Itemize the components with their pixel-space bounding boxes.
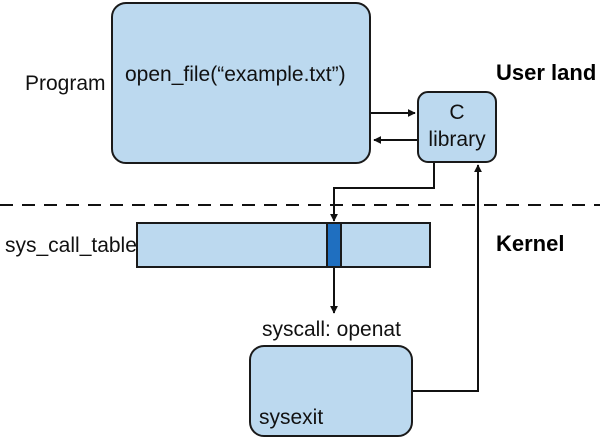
user-land-label: User land [496,60,597,85]
sysexit-label: sysexit [259,406,324,429]
c-library-label-line2: library [428,128,486,151]
open-file-call-label: open_file(“example.txt”) [125,63,346,86]
kernel-label: Kernel [496,231,565,256]
c-library-label-line1: C [449,101,465,124]
sys-call-table-slot [326,222,342,268]
syscall-handler-box [249,345,413,437]
arrow-library-to-table [330,163,435,222]
sys-call-table-bar [136,222,431,268]
sys-call-table-label: sys_call_table [5,234,137,257]
syscall-openat-label: syscall: openat [262,318,401,341]
program-box [111,2,371,164]
arrow-sysexit-to-library [413,164,482,392]
c-library-box [417,91,497,163]
program-label: Program [25,72,106,95]
